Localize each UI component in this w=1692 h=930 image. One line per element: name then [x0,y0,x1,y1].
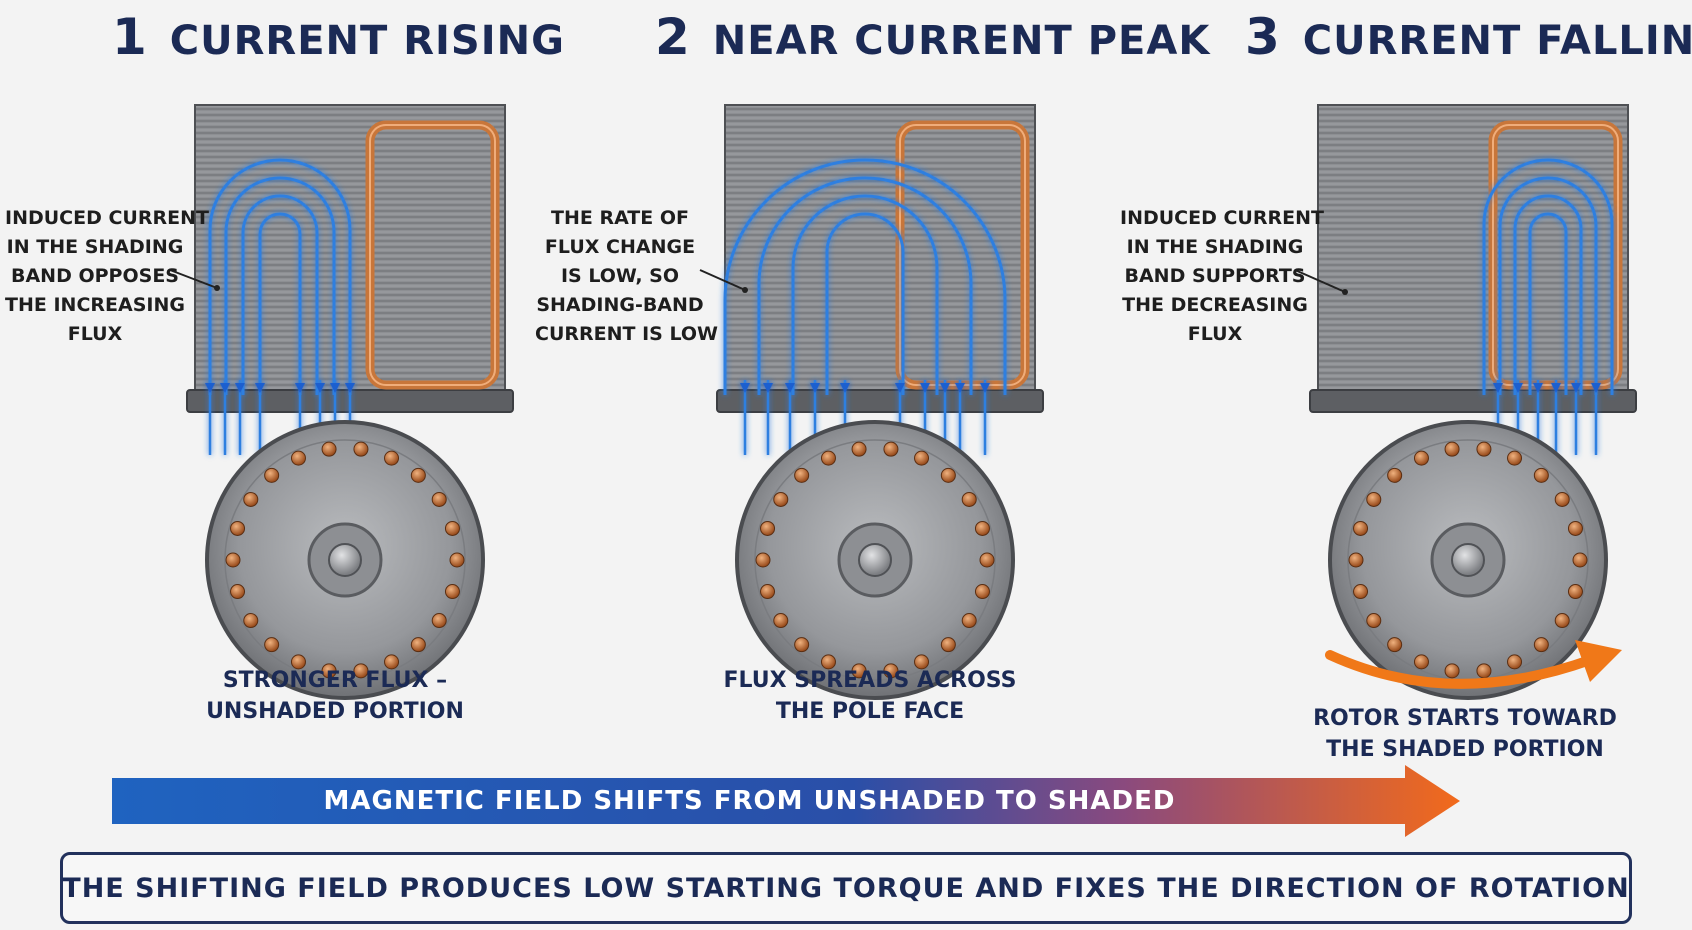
squirrel-cage-rotor-icon [205,420,485,700]
stator-pole-icon [1317,104,1629,391]
panel-3-artwork [1294,104,1637,700]
panel-1-caption: STRONGER FLUX – UNSHADED PORTION [206,668,464,724]
field-shift-arrow [112,765,1460,837]
panel-2-number: 2 [655,8,691,66]
panel-1-number: 1 [112,8,148,66]
panel-2-title: NEAR CURRENT PEAK [712,18,1211,64]
note-leader [169,269,218,289]
squirrel-cage-rotor-icon [1328,420,1608,700]
stator-pole-icon [724,104,1036,391]
note-leader [1294,269,1346,293]
note-leader [699,269,746,291]
panel-1-note: INDUCED CURRENT IN THE SHADING BAND OPPO… [5,207,209,345]
panel-2-artwork [699,104,1044,700]
panel-3-heading: 3 CURRENT FALLING [1245,8,1692,66]
flux-lines-icon [1482,158,1614,455]
conclusion-box: THE SHIFTING FIELD PRODUCES LOW STARTING… [60,852,1632,924]
panel-3-number: 3 [1245,8,1281,66]
panel-2-note: THE RATE OF FLUX CHANGE IS LOW, SO SHADI… [535,207,718,345]
pole-shoe [1309,389,1637,413]
conclusion-text: THE SHIFTING FIELD PRODUCES LOW STARTING… [62,872,1630,904]
panel-2-heading: 2 NEAR CURRENT PEAK [655,8,1210,66]
squirrel-cage-rotor-icon [735,420,1015,700]
panel-1-title: CURRENT RISING [169,18,565,64]
curved-rotation-arrow-icon [1325,640,1622,689]
panel-3-caption: ROTOR STARTS TOWARD THE SHADED PORTION [1313,706,1617,762]
panel-1-heading: 1 CURRENT RISING [112,8,565,66]
panel-2-caption: FLUX SPREADS ACROSS THE POLE FACE [723,668,1017,724]
pole-shoe [716,389,1044,413]
panel-1-artwork [169,104,514,700]
panel-3-title: CURRENT FALLING [1302,18,1692,64]
field-shift-label: MAGNETIC FIELD SHIFTS FROM UNSHADED TO S… [323,786,1176,816]
panel-3-note: INDUCED CURRENT IN THE SHADING BAND SUPP… [1120,207,1324,345]
